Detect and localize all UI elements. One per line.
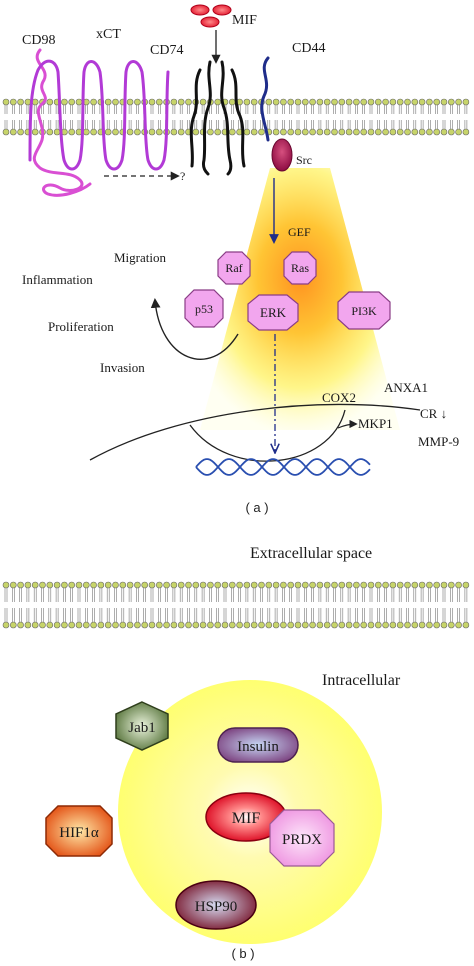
- xct-label: xCT: [96, 27, 121, 42]
- signal-beam: [200, 168, 400, 430]
- cd44-receptor: [260, 56, 270, 142]
- mif-molecules: [190, 4, 232, 28]
- insulin-label: Insulin: [237, 739, 279, 755]
- erk-label: ERK: [260, 305, 287, 320]
- mif-center-label: MIF: [232, 810, 261, 827]
- cox2-label: COX2: [322, 390, 356, 405]
- migration-label: Migration: [114, 250, 166, 265]
- cr-label: CR ↓: [420, 406, 447, 421]
- gef-label: GEF: [288, 225, 311, 239]
- pi3k-kinase: [337, 291, 391, 330]
- cd74-receptor: [189, 60, 246, 176]
- mkp1-label: MKP1: [358, 416, 393, 431]
- pi3k-label: PI3K: [351, 304, 377, 318]
- cd98-protein: [32, 48, 92, 197]
- extracellular-label: Extracellular space: [250, 545, 372, 562]
- prdx-protein: [269, 809, 335, 867]
- jab1-label: Jab1: [128, 720, 156, 736]
- jab1-protein: [115, 701, 169, 751]
- anxa1-label: ANXA1: [384, 380, 428, 395]
- hsp90-protein: [175, 880, 257, 930]
- proliferation-label: Proliferation: [48, 319, 114, 334]
- panel-b: Extracellular space Intracellular Jab1 I…: [2, 545, 470, 961]
- erk-kinase: [247, 294, 299, 331]
- panel-a-caption: ( a ): [245, 500, 268, 515]
- intracellular-label: Intracellular: [322, 672, 401, 689]
- panel-b-caption: ( b ): [231, 946, 254, 961]
- plasma-membrane-b: [2, 581, 470, 629]
- ras-label: Ras: [291, 261, 309, 275]
- nucleus-to-genes-arrow: [337, 419, 358, 429]
- cd98-label: CD98: [22, 33, 55, 48]
- inflammation-label: Inflammation: [22, 272, 93, 287]
- prdx-label: PRDX: [282, 832, 322, 848]
- raf-kinase: [217, 251, 251, 285]
- p53-label: p53: [195, 302, 213, 316]
- mif-label: MIF: [232, 13, 257, 28]
- invasion-label: Invasion: [100, 360, 145, 375]
- question-label: ?: [180, 169, 185, 183]
- cd44-label: CD44: [292, 41, 325, 56]
- hsp90-label: HSP90: [195, 899, 238, 915]
- hif1a-protein: [45, 805, 113, 857]
- dna-helix: [195, 458, 371, 476]
- insulin-protein: [217, 727, 299, 763]
- xct-protein: [28, 59, 170, 171]
- plasma-membrane-a: [2, 98, 470, 136]
- panel-a: CD98 xCT CD74 MIF CD44 ? Src GEF Raf Ras…: [2, 4, 470, 515]
- mmp9-label: MMP-9: [418, 434, 459, 449]
- cd74-label: CD74: [150, 43, 183, 58]
- raf-label: Raf: [225, 261, 242, 275]
- effects-curved-arrow: [150, 298, 239, 360]
- p53-protein: [184, 289, 224, 328]
- hif1a-label: HIF1α: [59, 825, 99, 841]
- src-label: Src: [296, 153, 312, 167]
- ras-kinase: [283, 251, 317, 285]
- src-kinase: [271, 138, 293, 172]
